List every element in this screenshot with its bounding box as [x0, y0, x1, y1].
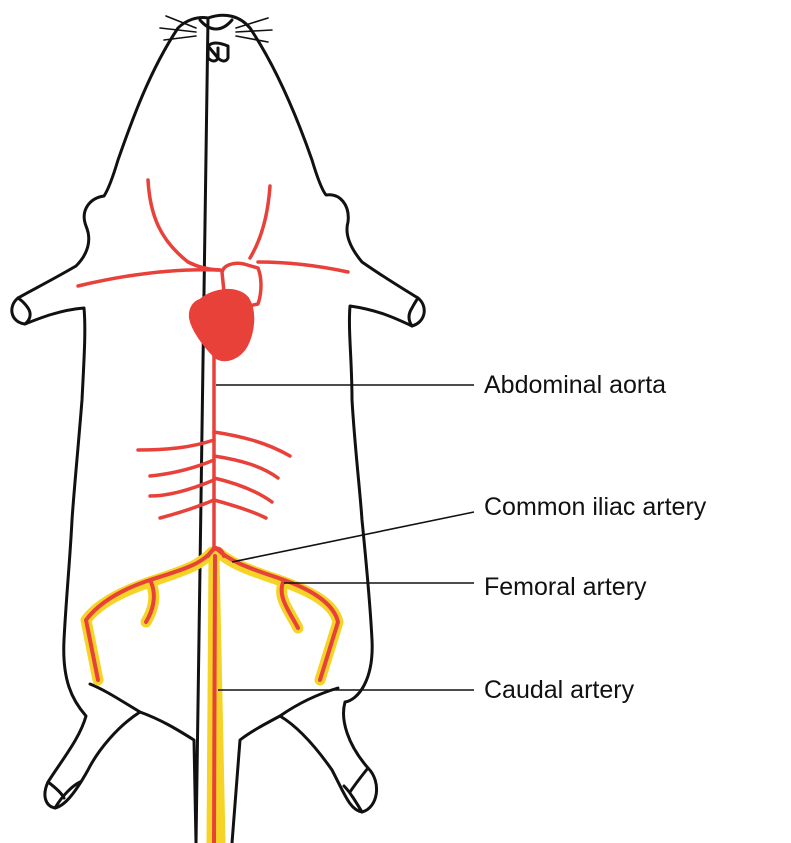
- right-hip-fold: [280, 688, 338, 716]
- right-hindfoot: [344, 768, 368, 812]
- leader-common-iliac: [232, 512, 474, 562]
- label-abdominal-aorta: Abdominal aorta: [484, 373, 666, 398]
- branch-right-1: [214, 432, 290, 456]
- teeth: [208, 43, 228, 61]
- heart: [190, 290, 253, 360]
- left-carotid-artery: [148, 180, 220, 270]
- mouth-line: [200, 20, 232, 29]
- label-femoral-artery: Femoral artery: [484, 575, 647, 600]
- arteries: [78, 180, 348, 548]
- branch-right-2: [214, 456, 278, 478]
- right-subclavian-artery: [258, 262, 348, 272]
- left-subclavian-artery: [78, 270, 220, 286]
- right-forepaw: [409, 298, 418, 326]
- highlight-vessels: [86, 552, 338, 843]
- leader-lines: [216, 385, 474, 690]
- caudal-artery-vessel: [214, 556, 215, 843]
- right-carotid-artery: [250, 186, 270, 258]
- branch-left-4: [160, 500, 214, 518]
- left-forepaw: [18, 298, 30, 324]
- branch-left-3: [150, 480, 214, 496]
- branch-left-2: [150, 460, 214, 476]
- label-common-iliac-artery: Common iliac artery: [484, 495, 706, 520]
- branch-right-3: [214, 478, 272, 502]
- left-hip-fold: [90, 684, 140, 712]
- branch-right-4: [214, 500, 266, 518]
- label-caudal-artery: Caudal artery: [484, 678, 634, 703]
